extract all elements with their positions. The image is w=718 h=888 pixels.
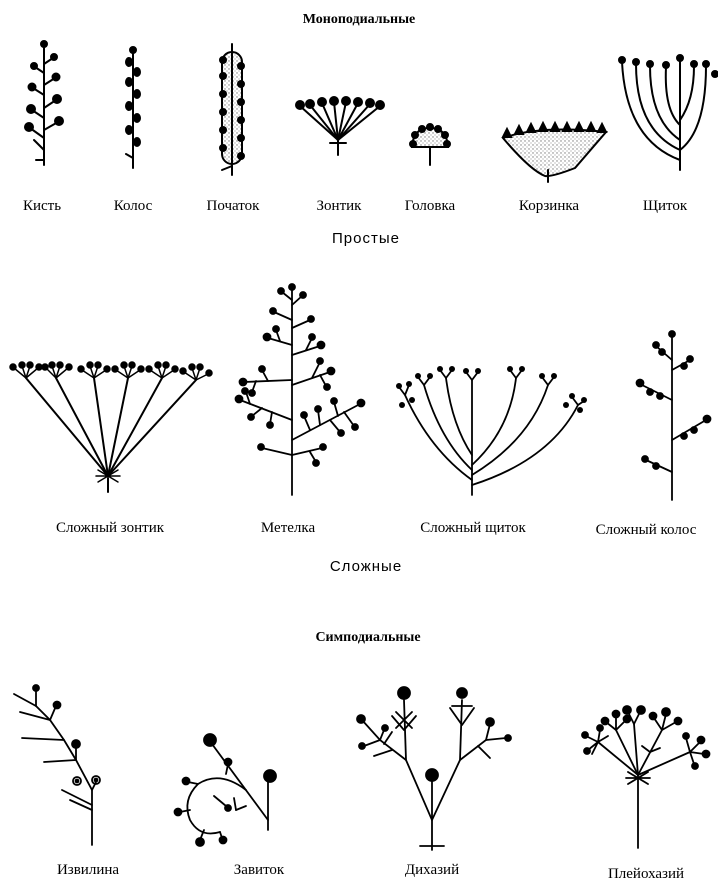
raceme-drawing bbox=[25, 41, 63, 165]
label-capitulum: Головка bbox=[405, 198, 455, 215]
pleiochasium-drawing bbox=[582, 706, 710, 848]
bostryx-drawing bbox=[14, 685, 100, 845]
heading-monopodial: Моноподиальные bbox=[303, 12, 416, 28]
corymb-drawing bbox=[619, 55, 718, 170]
heading-sympodial: Симподиальные bbox=[315, 630, 420, 646]
label-cincinnus: Завиток bbox=[234, 862, 284, 879]
label-bostryx: Извилина bbox=[57, 862, 119, 879]
compound-spike-drawing bbox=[637, 331, 711, 500]
label-dichasium: Дихазий bbox=[405, 862, 459, 879]
label-compound-spike: Сложный колос bbox=[596, 522, 697, 539]
capitulum-drawing bbox=[410, 124, 450, 165]
label-umbel: Зонтик bbox=[317, 198, 362, 215]
label-spike: Колос bbox=[114, 198, 153, 215]
label-panicle: Метелка bbox=[261, 520, 315, 537]
dichasium-drawing bbox=[357, 687, 511, 850]
label-compound-corymb: Сложный щиток bbox=[420, 520, 526, 537]
heading-complex: Сложные bbox=[330, 558, 402, 575]
label-corymb: Щиток bbox=[643, 198, 687, 215]
label-pleiochasium: Плейохазий bbox=[608, 866, 684, 883]
spadix-drawing bbox=[220, 44, 244, 175]
label-spadix: Початок bbox=[207, 198, 260, 215]
basket-drawing bbox=[503, 123, 606, 182]
heading-simple: Простые bbox=[332, 230, 400, 247]
compound-corymb-drawing bbox=[396, 366, 587, 495]
spike-drawing bbox=[126, 47, 140, 168]
label-raceme: Кисть bbox=[23, 198, 61, 215]
panicle-drawing bbox=[236, 284, 365, 495]
cincinnus-drawing bbox=[175, 734, 277, 846]
label-basket: Корзинка bbox=[519, 198, 579, 215]
label-compound-umbel: Сложный зонтик bbox=[56, 520, 164, 537]
umbel-drawing bbox=[296, 97, 384, 155]
compound-umbel-drawing bbox=[10, 362, 212, 492]
